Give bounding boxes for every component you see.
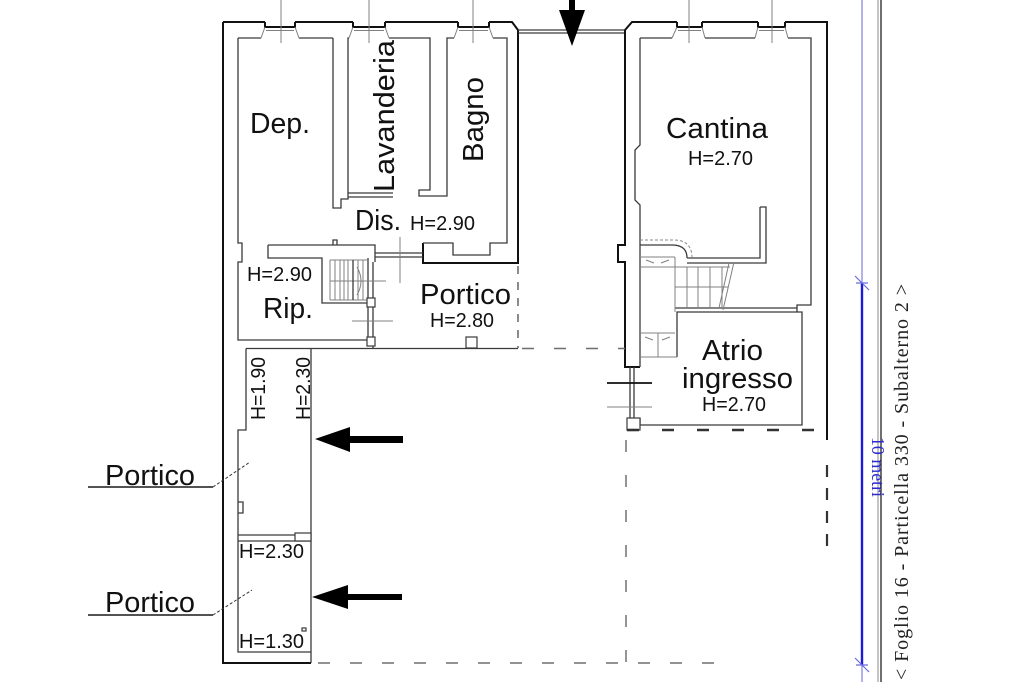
height-label-rip: H=2.90: [247, 264, 312, 286]
room-label-portico-wing-south: Portico: [105, 587, 195, 619]
windows: [260, 0, 789, 43]
window: [453, 0, 494, 43]
left-block-interior-walls: [237, 37, 508, 341]
height-label-wing-north-east: H=2.30: [293, 357, 315, 420]
room-label-dis: Dis.: [355, 205, 401, 237]
leader-line: [212, 461, 251, 488]
height-label-portico-courtyard: H=2.80: [430, 310, 494, 332]
column-post: [366, 297, 376, 308]
height-label-wing-south-bottom: H=1.30: [239, 631, 304, 653]
room-label-rip: Rip.: [263, 293, 313, 325]
stair-direction-arc: [356, 266, 362, 296]
room-label-lavanderia: Lavanderia: [369, 39, 401, 192]
right-building-block: [607, 21, 828, 440]
courtyard-boundaries: [318, 266, 829, 664]
stair-direction-marks: [644, 259, 671, 341]
left-building-block: [222, 21, 519, 664]
room-label-cantina: Cantina: [666, 113, 769, 145]
small-marker: [301, 627, 307, 632]
landing-arc: [640, 239, 693, 259]
staircase-atrio: [640, 256, 735, 358]
scale-bar-label: 10 metri: [868, 437, 888, 497]
height-label-wing-north-west: H=1.90: [248, 357, 270, 420]
room-label-ingresso: ingresso: [682, 363, 793, 395]
height-label-wing-south-top: H=2.30: [239, 541, 304, 563]
stair-treads: [329, 259, 367, 301]
staircase-rip: [329, 259, 367, 301]
scale-bar-ticks: [854, 275, 870, 673]
dis-door-threshold: [375, 252, 423, 258]
cadastral-caption: < Foglio 16 - Particella 330 - Subaltern…: [891, 284, 913, 680]
window: [754, 0, 789, 43]
scale-bar: [854, 0, 870, 682]
label-leaders: [88, 461, 253, 616]
arrow-left-icon: [315, 427, 403, 452]
room-label-portico-wing-north: Portico: [105, 460, 195, 492]
height-label-dis: H=2.90: [410, 213, 475, 235]
window: [348, 0, 390, 43]
arrow-down-icon: [559, 0, 585, 46]
window: [260, 0, 300, 43]
stair-treads: [640, 256, 730, 358]
right-block-exterior-walls: [617, 21, 828, 440]
stair-break-line: [718, 261, 735, 311]
room-labels: Dep. Lavanderia Bagno Dis. H=2.90 H=2.90…: [105, 39, 793, 653]
room-label-dep: Dep.: [250, 108, 310, 140]
left-block-exterior-walls: [222, 21, 519, 664]
window-recess: [264, 22, 296, 28]
room-label-atrio: Atrio: [702, 335, 763, 367]
column-post: [294, 532, 312, 542]
column-post: [465, 336, 478, 349]
arrow-left-icon: [312, 585, 402, 609]
right-block-interior-walls: [629, 37, 812, 426]
rip-partition-walls: [267, 239, 376, 348]
leader-line: [212, 589, 253, 616]
door-post: [626, 417, 641, 431]
room-label-portico-courtyard: Portico: [420, 279, 511, 311]
height-label-cantina: H=2.70: [688, 148, 753, 170]
window: [671, 0, 706, 43]
room-label-bagno: Bagno: [458, 77, 490, 162]
portico-wing: [237, 348, 312, 663]
window-jambs: [260, 26, 300, 39]
height-label-atrio: H=2.70: [702, 394, 766, 416]
wing-walls: [237, 348, 312, 663]
entrance-arrows: [312, 0, 585, 609]
column-post: [366, 336, 376, 347]
